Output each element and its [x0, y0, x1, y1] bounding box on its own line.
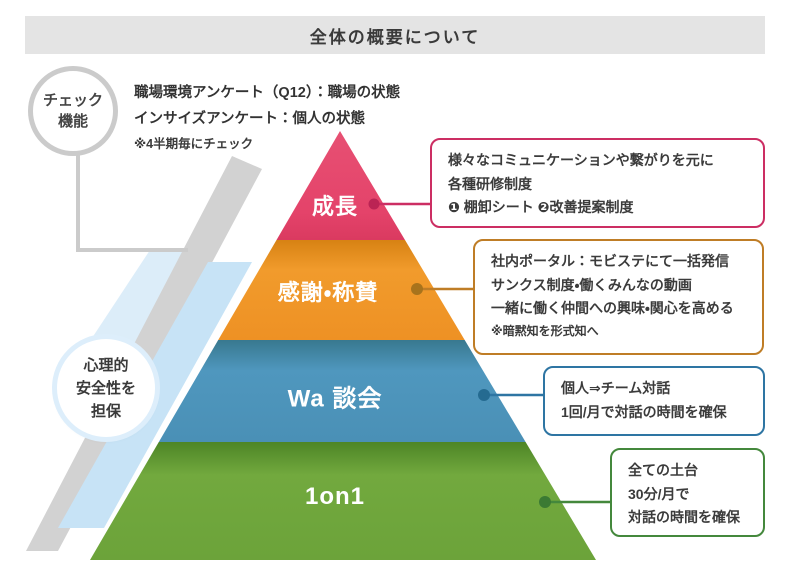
tier-label-growth: 成長 [311, 194, 359, 219]
psychological-safety-circle: 心理的 安全性を 担保 [57, 339, 155, 437]
callout-wa-line1: 個人⇒チーム対話 [561, 380, 671, 396]
page-title: 全体の概要について [309, 27, 481, 47]
psych-label-line1: 心理的 [83, 356, 129, 374]
pyramid-tier-growth [276, 131, 405, 240]
psych-label-line2: 安全性を [75, 379, 136, 397]
check-note-line3: ※4半期毎にチェック [134, 137, 254, 151]
pyramid-tier-wa [158, 340, 526, 442]
callout-thanks-line2: サンクス制度・働くみんなの動画 [491, 276, 692, 293]
wa-connector-dot [478, 389, 490, 401]
callout-growth: 様々なコミュニケーションや繋がりを元に 各種研修制度 ❶ 棚卸シート ❷改善提案… [430, 138, 765, 228]
check-circle-label-line1: チェック [42, 92, 103, 109]
oneonone-connector-dot [539, 496, 551, 508]
check-note-line2: インサイズアンケート：個人の状態 [134, 111, 365, 127]
callout-thanks-line1: 社内ポータル：モビステにて一括発信 [491, 253, 729, 269]
callout-wa: 個人⇒チーム対話 1回/月で対話の時間を確保 [543, 366, 765, 436]
callout-thanks: 社内ポータル：モビステにて一括発信 サンクス制度・働くみんなの動画 一緒に働く仲… [473, 239, 764, 355]
tier-label-1on1: 1on1 [304, 483, 366, 510]
check-connector-line [76, 155, 188, 252]
callout-1on1-line3: 対話の時間を確保 [628, 509, 740, 525]
callout-wa-line2: 1回/月で対話の時間を確保 [561, 403, 727, 420]
gray-band [26, 156, 262, 551]
thanks-connector-dot [411, 283, 423, 295]
light-blue-band [58, 262, 252, 528]
callout-1on1: 全ての土台 30分/月で 対話の時間を確保 [610, 448, 765, 537]
callout-growth-line2: 各種研修制度 [448, 175, 532, 192]
growth-connector-dot [368, 198, 380, 210]
callout-1on1-line1: 全ての土台 [628, 462, 698, 478]
callout-growth-line1: 様々なコミュニケーションや繋がりを元に [448, 152, 714, 168]
pyramid-tier-1on1 [90, 442, 596, 560]
check-circle-label-line2: 機能 [57, 113, 88, 130]
check-function-circle: チェック 機能 [28, 66, 118, 156]
tier-label-wa: Wa 談会 [287, 385, 383, 413]
check-note-line1: 職場環境アンケート（Q12）：職場の状態 [134, 85, 401, 101]
callout-1on1-line2: 30分/月で [628, 485, 690, 502]
pyramid-tier-thanks [218, 240, 465, 340]
title-bar: 全体の概要について [25, 16, 765, 54]
callout-thanks-note: ※暗黙知を形式知へ [491, 323, 599, 338]
callout-growth-line3: ❶ 棚卸シート ❷改善提案制度 [448, 199, 634, 215]
callout-thanks-line3: 一緒に働く仲間への興味・関心を高める [491, 300, 734, 316]
tier-label-thanks: 感謝・称賛 [277, 280, 379, 305]
check-notes: 職場環境アンケート（Q12）：職場の状態 インサイズアンケート：個人の状態 ※4… [134, 80, 400, 154]
psych-label-line3: 担保 [90, 402, 121, 420]
